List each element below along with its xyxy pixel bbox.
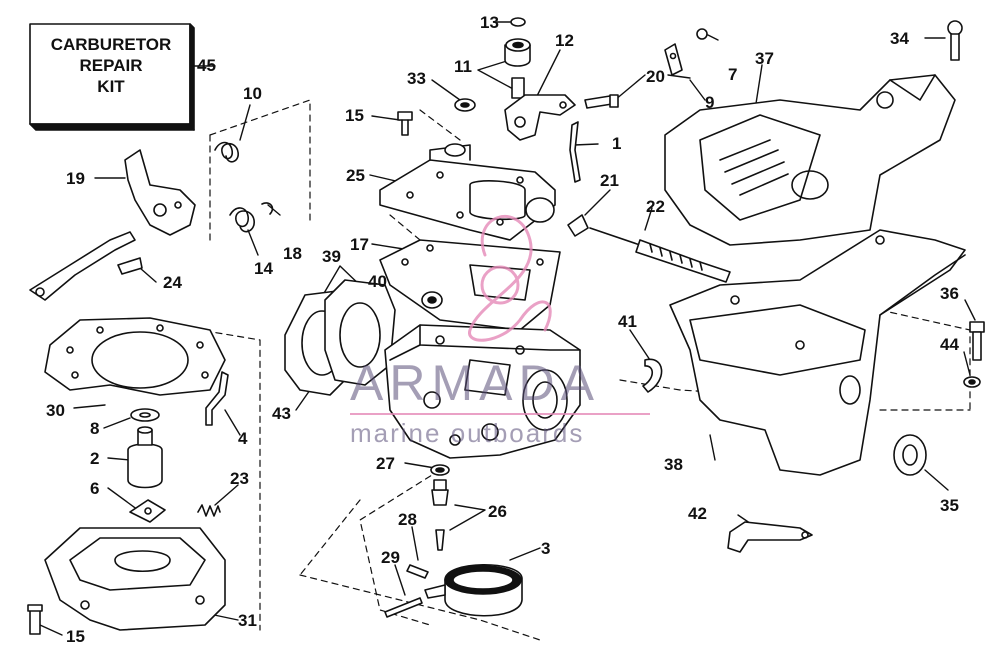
part-9-bracket [664,43,683,76]
part-23-spring [197,504,221,517]
callout-17: 17 [350,235,369,254]
callout-6: 6 [90,479,100,498]
part-1-link [569,121,581,183]
callout-43: 43 [272,404,291,423]
callout-41: 41 [618,312,637,331]
part-38-silencer-base [669,229,966,476]
part-27-washer [430,464,450,476]
callout-10: 10 [243,84,262,103]
part-12-choke-arm [504,94,576,141]
part-17-gasket [379,239,561,331]
watermark-underline [350,413,650,415]
part-11-fuel-fitting [504,38,531,99]
callout-42: 42 [688,504,707,523]
callout-31: 31 [238,611,257,630]
part-37-silencer-cover [664,74,956,246]
callout-33: 33 [407,69,426,88]
callout-28: 28 [398,510,417,529]
callout-21: 21 [600,171,619,190]
callout-39: 39 [322,247,341,266]
callout-13: 13 [480,13,499,32]
part-42-bracket [727,521,813,553]
kit-label-line-2: REPAIR [79,56,143,75]
part-15-screw-upper [397,111,413,136]
part-29-pin [384,597,423,618]
part-19-throttle-lever [124,149,196,236]
part-26-main-jet [431,479,449,506]
callout-18: 18 [283,244,302,263]
watermark-ornament [468,214,552,342]
callout-9: 9 [705,93,715,112]
repair-kit-box [29,23,195,131]
part-2-bowl-insert [127,426,163,489]
callout-15-upper: 15 [345,106,364,125]
kit-label-line-3: KIT [97,77,125,96]
part-40-plug [421,291,443,309]
callout-20: 20 [646,67,665,86]
leader-lines [39,21,976,636]
callout-34: 34 [890,29,909,48]
kit-label-line-1: CARBURETOR [50,35,172,54]
callout-26: 26 [488,502,507,521]
part-10-spring [214,141,239,163]
part-28-clip [406,564,429,579]
callout-3: 3 [541,539,551,558]
callout-44: 44 [940,335,959,354]
part-22-idle-needle [589,227,731,283]
part-13-oring [510,17,526,27]
part-21-spring-seat [567,214,589,237]
callout-30: 30 [46,401,65,420]
part-33-washer [454,98,476,112]
part-39-intake-gasket [324,279,396,386]
part-44-washer [963,376,981,388]
callout-24: 24 [163,273,182,292]
callout-7: 7 [728,65,738,84]
part-6-gasket [129,499,166,523]
callout-2: 2 [90,449,100,468]
callout-25: 25 [346,166,365,185]
callout-29: 29 [381,548,400,567]
watermark-brand: ARMADA [350,355,600,411]
callout-45: 45 [197,56,216,75]
part-8-washer [130,408,160,422]
part-15-screw-lower [27,604,43,635]
callout-40: 40 [368,272,387,291]
callout-11: 11 [454,57,472,76]
part-4-tube [205,371,229,426]
part-7-screw [696,28,708,40]
part-31-float-bowl [44,527,226,631]
callout-1: 1 [612,134,622,153]
part-26-needle [435,529,445,551]
repair-kit-label: CARBURETOR REPAIR KIT [36,34,186,97]
part-18-clip [261,202,274,215]
part-36-bolt [969,321,985,361]
callout-37: 37 [755,49,774,68]
callout-19: 19 [66,169,85,188]
callout-35: 35 [940,496,959,515]
callout-12: 12 [555,31,574,50]
part-14-spring [229,207,255,233]
callout-8: 8 [90,419,100,438]
part-30-gasket [44,317,226,396]
part-34-screw [947,20,963,61]
callout-27: 27 [376,454,395,473]
carburetor-body [384,324,581,459]
part-24-linkage [29,231,143,301]
part-20-screw [584,94,619,109]
part-3-float [424,563,523,617]
callout-38: 38 [664,455,683,474]
callout-14: 14 [254,259,273,278]
watermark-tagline: marine outboards [350,418,585,448]
callout-4: 4 [238,429,248,448]
part-35-grommet [893,434,927,476]
callout-36: 36 [940,284,959,303]
callout-15-lower: 15 [66,627,85,646]
part-41-clip [642,358,663,393]
part-25-cover-plate [379,143,556,241]
callout-23: 23 [230,469,249,488]
callout-22: 22 [646,197,665,216]
